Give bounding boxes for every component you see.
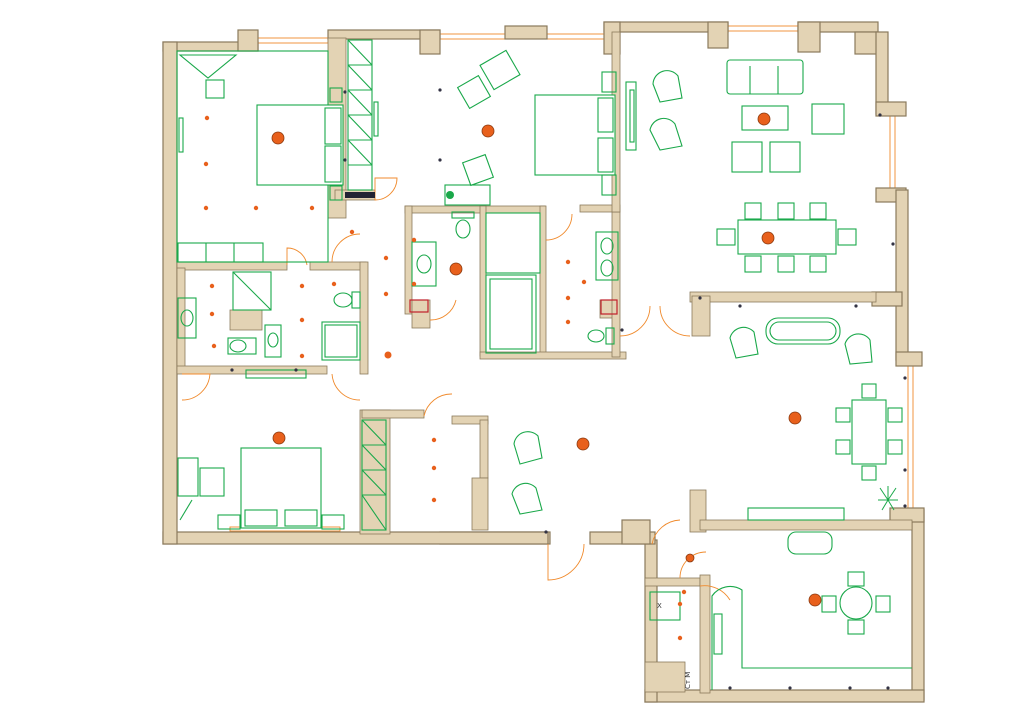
doors [181, 177, 731, 601]
hall-center [511, 317, 903, 555]
lamp-icon [576, 437, 590, 451]
room-bottom-right: X Ст М [649, 571, 912, 690]
wardrobe-column-lower [361, 419, 387, 531]
lamp-icon [808, 593, 822, 607]
ceiling-lamps [271, 112, 822, 607]
bathroom-left [177, 271, 361, 361]
bathroom-middle [409, 211, 619, 354]
meter-mark: Ст М [684, 672, 692, 689]
lamp-icon [481, 124, 495, 138]
double-bed-icon-2 [534, 94, 616, 176]
lamp-icon [761, 231, 775, 245]
bedroom-bottom-left [177, 369, 345, 530]
double-bed-icon-3 [240, 447, 322, 529]
plant-icon [878, 486, 898, 511]
lamp-icon [449, 262, 463, 276]
outer-walls [162, 21, 925, 703]
lamp-icon [788, 411, 802, 425]
storage-mark: X [657, 602, 662, 610]
lamp-icon [272, 431, 286, 445]
bedroom-top-center [444, 49, 637, 206]
bedroom-top-left [176, 50, 379, 263]
living-top-right [649, 59, 857, 273]
double-bed-icon [256, 104, 344, 186]
wardrobe-column [345, 39, 375, 198]
lamp-icon [757, 112, 771, 126]
spot-lights [203, 115, 687, 641]
lamp-icon [685, 553, 695, 563]
radiator-marks [230, 88, 907, 690]
lamp-icon [271, 131, 285, 145]
